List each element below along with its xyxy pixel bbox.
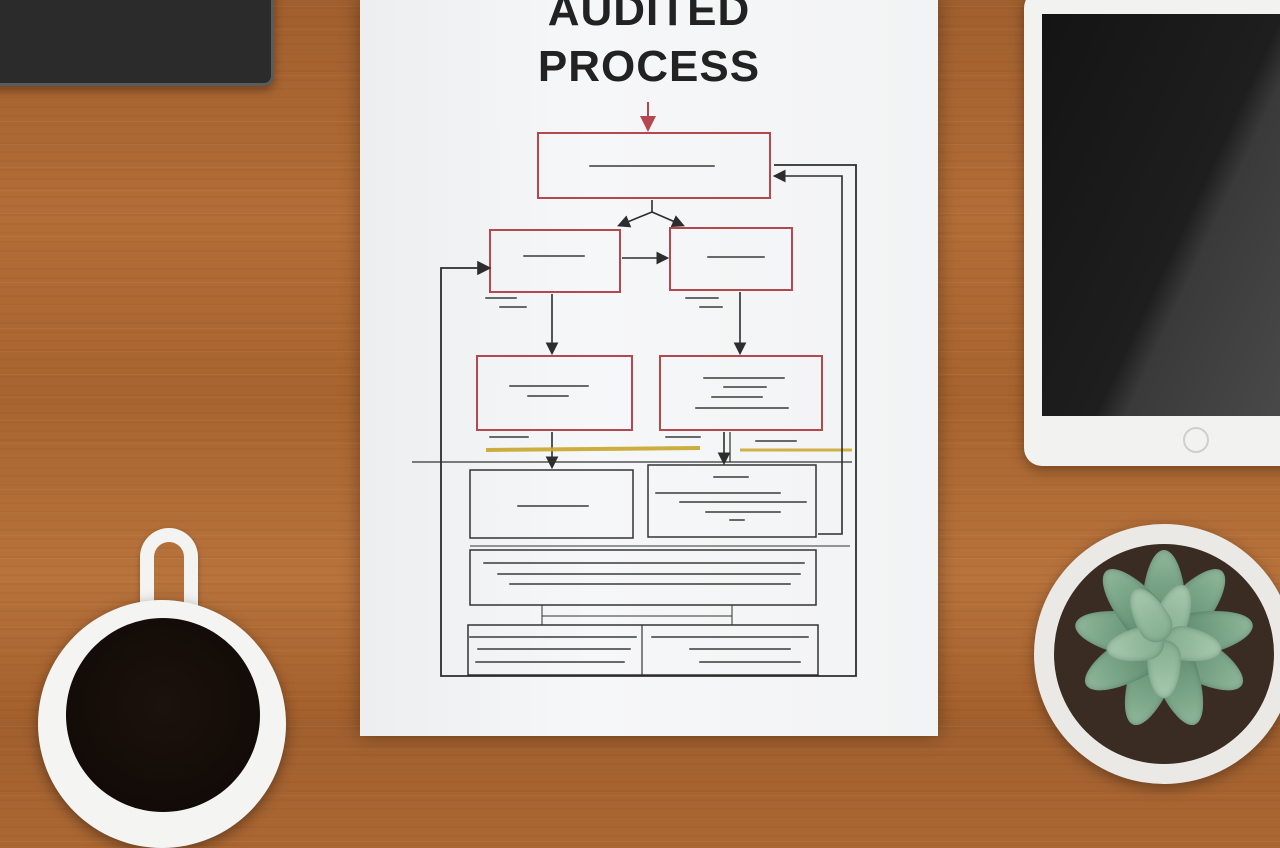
dark-tablet [0,0,274,86]
result-box-left [469,469,634,539]
process-box-mid-right [659,355,823,431]
feedback-loop-inner [772,169,843,535]
result-box-right [647,464,817,538]
page-title-line2: PROCESS [537,42,761,91]
footer-box [467,624,819,676]
process-box-mid-left [476,355,633,431]
process-box-left [489,229,621,293]
tablet-screen [1042,14,1280,416]
flowchart [412,102,857,677]
summary-box [469,549,817,606]
process-box-right [669,227,793,291]
split-arrow-left [617,211,653,228]
highlight-left [485,446,701,452]
illegible-text [469,165,809,663]
coffee [66,618,260,812]
home-button-icon [1183,427,1209,453]
feedback-loop-outer [440,164,857,677]
process-box-top [537,132,771,199]
page-title-line1: AUDITED [547,0,751,35]
split-arrow-right [651,211,685,228]
